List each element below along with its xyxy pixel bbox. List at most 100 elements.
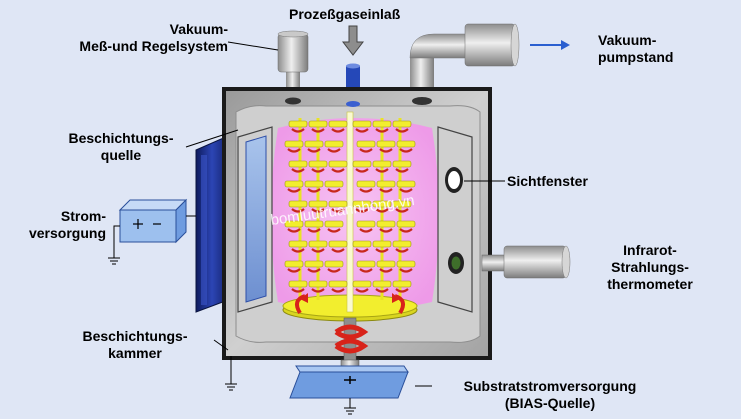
label-vacuum-pump-line1: Vakuum-: [598, 32, 657, 48]
label-power-supply-line2: versorgung: [28, 225, 106, 241]
part-rotation-arrow: [399, 268, 413, 273]
substrate-part: [288, 160, 308, 168]
substrate-part: [352, 200, 372, 208]
label-coating-source: Beschichtungs- quelle: [55, 130, 187, 164]
part-rotation-arrow: [311, 208, 325, 213]
substrate-part: [304, 180, 324, 188]
part-rotation-arrow: [307, 268, 321, 273]
label-vacuum-pump: Vakuum- pumpstand: [598, 32, 673, 66]
part-rotation-arrow: [359, 148, 373, 153]
label-process-gas: Prozeßgaseinlaß: [289, 6, 401, 22]
part-rotation-arrow: [331, 288, 345, 293]
substrate-part: [288, 200, 308, 208]
substrate-part: [328, 160, 348, 168]
substrate-part: [396, 140, 416, 148]
part-rotation-arrow: [331, 248, 345, 253]
part-rotation-arrow: [291, 208, 305, 213]
substrate-part: [308, 160, 328, 168]
substrate-part: [328, 200, 348, 208]
substrate-part: [324, 260, 344, 268]
vacuum-gauge-pipe: [277, 30, 309, 92]
process-gas-inlet: [341, 25, 365, 94]
substrate-part: [352, 240, 372, 248]
part-rotation-arrow: [331, 128, 345, 133]
part-rotation-arrow: [395, 168, 409, 173]
substrate-part: [372, 280, 392, 288]
part-rotation-arrow: [287, 228, 301, 233]
part-rotation-arrow: [287, 188, 301, 193]
right-port-panel: [437, 126, 473, 313]
part-rotation-arrow: [311, 288, 325, 293]
substrate-part: [352, 160, 372, 168]
part-rotation-arrow: [327, 228, 341, 233]
part-rotation-arrow: [355, 168, 369, 173]
substrate-part: [324, 180, 344, 188]
part-rotation-arrow: [327, 188, 341, 193]
substrate-part: [288, 120, 308, 128]
ir-thermometer-device: [481, 245, 571, 279]
substrate-part: [372, 120, 392, 128]
substrate-part: [396, 180, 416, 188]
label-vacuum-measure: Vakuum- Meß-und Regelsystem: [20, 21, 228, 55]
substrate-part: [284, 220, 304, 228]
part-rotation-arrow: [399, 148, 413, 153]
power-supply-box: [108, 198, 196, 265]
bias-power-supply-box: [289, 365, 409, 415]
substrate-part: [308, 240, 328, 248]
label-coating-chamber: Beschichtungs- kammer: [60, 328, 210, 362]
part-rotation-arrow: [291, 288, 305, 293]
pump-direction-arrow: [530, 40, 570, 50]
part-rotation-arrow: [307, 148, 321, 153]
part-rotation-arrow: [399, 188, 413, 193]
part-rotation-arrow: [359, 268, 373, 273]
substrate-part: [328, 240, 348, 248]
part-rotation-arrow: [311, 128, 325, 133]
label-sight-window: Sichtfenster: [507, 173, 588, 189]
label-substrate-supply-line1: Substratstromversorgung: [463, 378, 637, 394]
part-rotation-arrow: [355, 248, 369, 253]
substrate-part: [392, 160, 412, 168]
substrate-part: [284, 180, 304, 188]
substrate-part: [304, 260, 324, 268]
part-rotation-arrow: [291, 168, 305, 173]
substrate-part: [372, 160, 392, 168]
substrate-part: [288, 280, 308, 288]
part-rotation-arrow: [375, 208, 389, 213]
part-rotation-arrow: [355, 288, 369, 293]
part-rotation-arrow: [287, 268, 301, 273]
substrate-part: [376, 260, 396, 268]
part-rotation-arrow: [359, 188, 373, 193]
substrate-part: [356, 260, 376, 268]
part-rotation-arrow: [359, 228, 373, 233]
substrate-part: [284, 260, 304, 268]
substrate-part: [356, 140, 376, 148]
vacuum-pump-pipe: [409, 23, 520, 98]
part-rotation-arrow: [379, 268, 393, 273]
substrate-part: [396, 220, 416, 228]
substrate-part: [392, 280, 412, 288]
part-rotation-arrow: [375, 248, 389, 253]
part-rotation-arrow: [395, 248, 409, 253]
part-rotation-arrow: [395, 208, 409, 213]
label-ir-thermometer-line1: Infrarot-: [623, 242, 677, 258]
substrate-part: [352, 280, 372, 288]
label-ir-thermometer-line2: Strahlungs-: [611, 259, 689, 275]
substrate-part: [392, 120, 412, 128]
substrate-part: [328, 120, 348, 128]
substrate-part: [376, 180, 396, 188]
part-rotation-arrow: [395, 288, 409, 293]
part-rotation-arrow: [375, 288, 389, 293]
ir-window: [448, 252, 464, 274]
substrate-part: [324, 220, 344, 228]
substrate-part: [284, 140, 304, 148]
substrate-part: [352, 120, 372, 128]
substrate-part: [396, 260, 416, 268]
substrate-part: [392, 240, 412, 248]
substrate-part: [356, 220, 376, 228]
part-rotation-arrow: [375, 128, 389, 133]
label-vacuum-measure-line2: Meß-und Regelsystem: [79, 38, 228, 54]
substrate-part: [324, 140, 344, 148]
label-power-supply-line1: Strom-: [60, 208, 106, 224]
substrate-part: [304, 220, 324, 228]
